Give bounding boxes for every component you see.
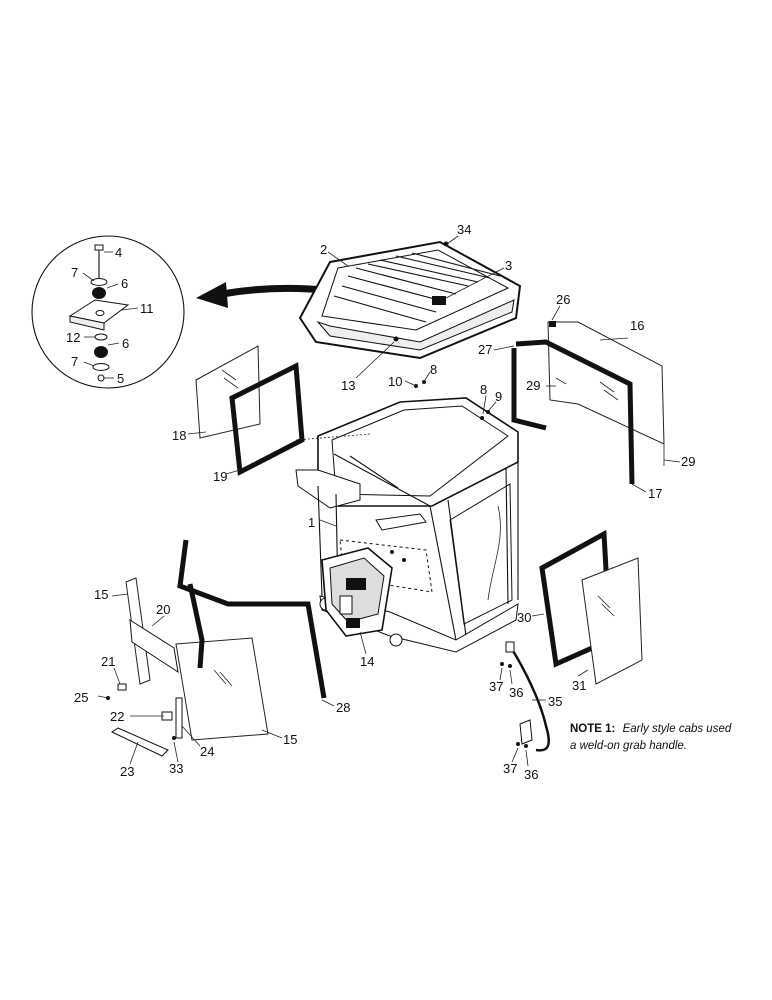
label-31: 31 (572, 678, 586, 693)
label-29-right: 29 (681, 454, 695, 469)
label-12: 12 (66, 330, 80, 345)
grab-handle (500, 641, 550, 752)
label-6-bottom: 6 (122, 336, 129, 351)
note-block: NOTE 1: Early style cabs used a weld-on … (570, 723, 732, 752)
mount-detail-inset (31, 235, 185, 389)
callout-labels: 4 7 6 11 12 6 7 5 2 34 3 13 10 8 8 9 1 1… (66, 222, 695, 782)
label-17: 17 (648, 486, 662, 501)
control-console (321, 547, 393, 637)
note-line-1: Early style cabs used (623, 723, 732, 735)
fasteners (414, 380, 490, 420)
rear-window-group (195, 345, 371, 476)
label-25: 25 (74, 690, 88, 705)
side-window-group (511, 321, 665, 485)
label-7-bottom: 7 (71, 354, 78, 369)
label-28: 28 (336, 700, 350, 715)
label-11: 11 (140, 301, 154, 316)
label-15-right: 15 (283, 732, 297, 747)
label-37-top: 37 (489, 679, 503, 694)
label-36-bottom: 36 (524, 767, 538, 782)
label-14: 14 (360, 654, 374, 669)
label-1: 1 (308, 515, 315, 530)
note-line-2: a weld-on grab handle. (570, 740, 687, 752)
label-20: 20 (156, 602, 170, 617)
label-15-left: 15 (94, 587, 108, 602)
label-5: 5 (117, 371, 124, 386)
label-16: 16 (630, 318, 644, 333)
label-34: 34 (457, 222, 471, 237)
label-8-right: 8 (480, 382, 487, 397)
label-35: 35 (548, 694, 562, 709)
label-26: 26 (556, 292, 570, 307)
label-4: 4 (115, 245, 122, 260)
label-3: 3 (505, 258, 512, 273)
label-23: 23 (120, 764, 134, 779)
label-36-top: 36 (509, 685, 523, 700)
label-2: 2 (320, 242, 327, 257)
label-18: 18 (172, 428, 186, 443)
label-29-left: 29 (526, 378, 540, 393)
label-9: 9 (495, 389, 502, 404)
label-33: 33 (169, 761, 183, 776)
door-glass-group (106, 539, 327, 757)
label-27: 27 (478, 342, 492, 357)
note-heading: NOTE 1: (570, 723, 615, 735)
label-19: 19 (213, 469, 227, 484)
roof-panel (298, 240, 522, 360)
label-37-bottom: 37 (503, 761, 517, 776)
label-24: 24 (200, 744, 214, 759)
front-window-group (539, 529, 643, 685)
label-21: 21 (101, 654, 115, 669)
svg-text:NOTE 1: Early style cabs: NOTE 1: Early style cabs used (570, 723, 732, 735)
label-22: 22 (110, 709, 124, 724)
label-30: 30 (517, 610, 531, 625)
leader-lines (97, 235, 681, 767)
label-13: 13 (341, 378, 355, 393)
label-10: 10 (388, 374, 402, 389)
label-7-top: 7 (71, 265, 78, 280)
label-8-top: 8 (430, 362, 437, 377)
label-6-top: 6 (121, 276, 128, 291)
